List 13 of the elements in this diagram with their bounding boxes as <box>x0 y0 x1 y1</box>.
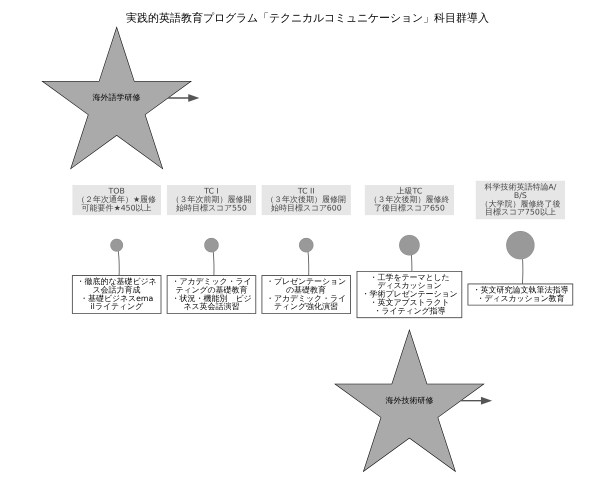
arrow <box>168 94 200 102</box>
node-circle <box>506 230 535 260</box>
connector <box>308 252 310 276</box>
connector <box>212 252 214 276</box>
diagram-title: 実践的英語教育プログラム「テクニカルコミュニケーション」科目群導入 <box>126 12 489 25</box>
node-circle <box>110 238 124 252</box>
arrow <box>460 396 492 405</box>
connector <box>411 254 412 272</box>
connector <box>522 258 524 284</box>
node-circle <box>204 238 219 252</box>
node-circle <box>399 234 420 256</box>
node-circle <box>299 238 314 252</box>
connector <box>118 250 120 276</box>
